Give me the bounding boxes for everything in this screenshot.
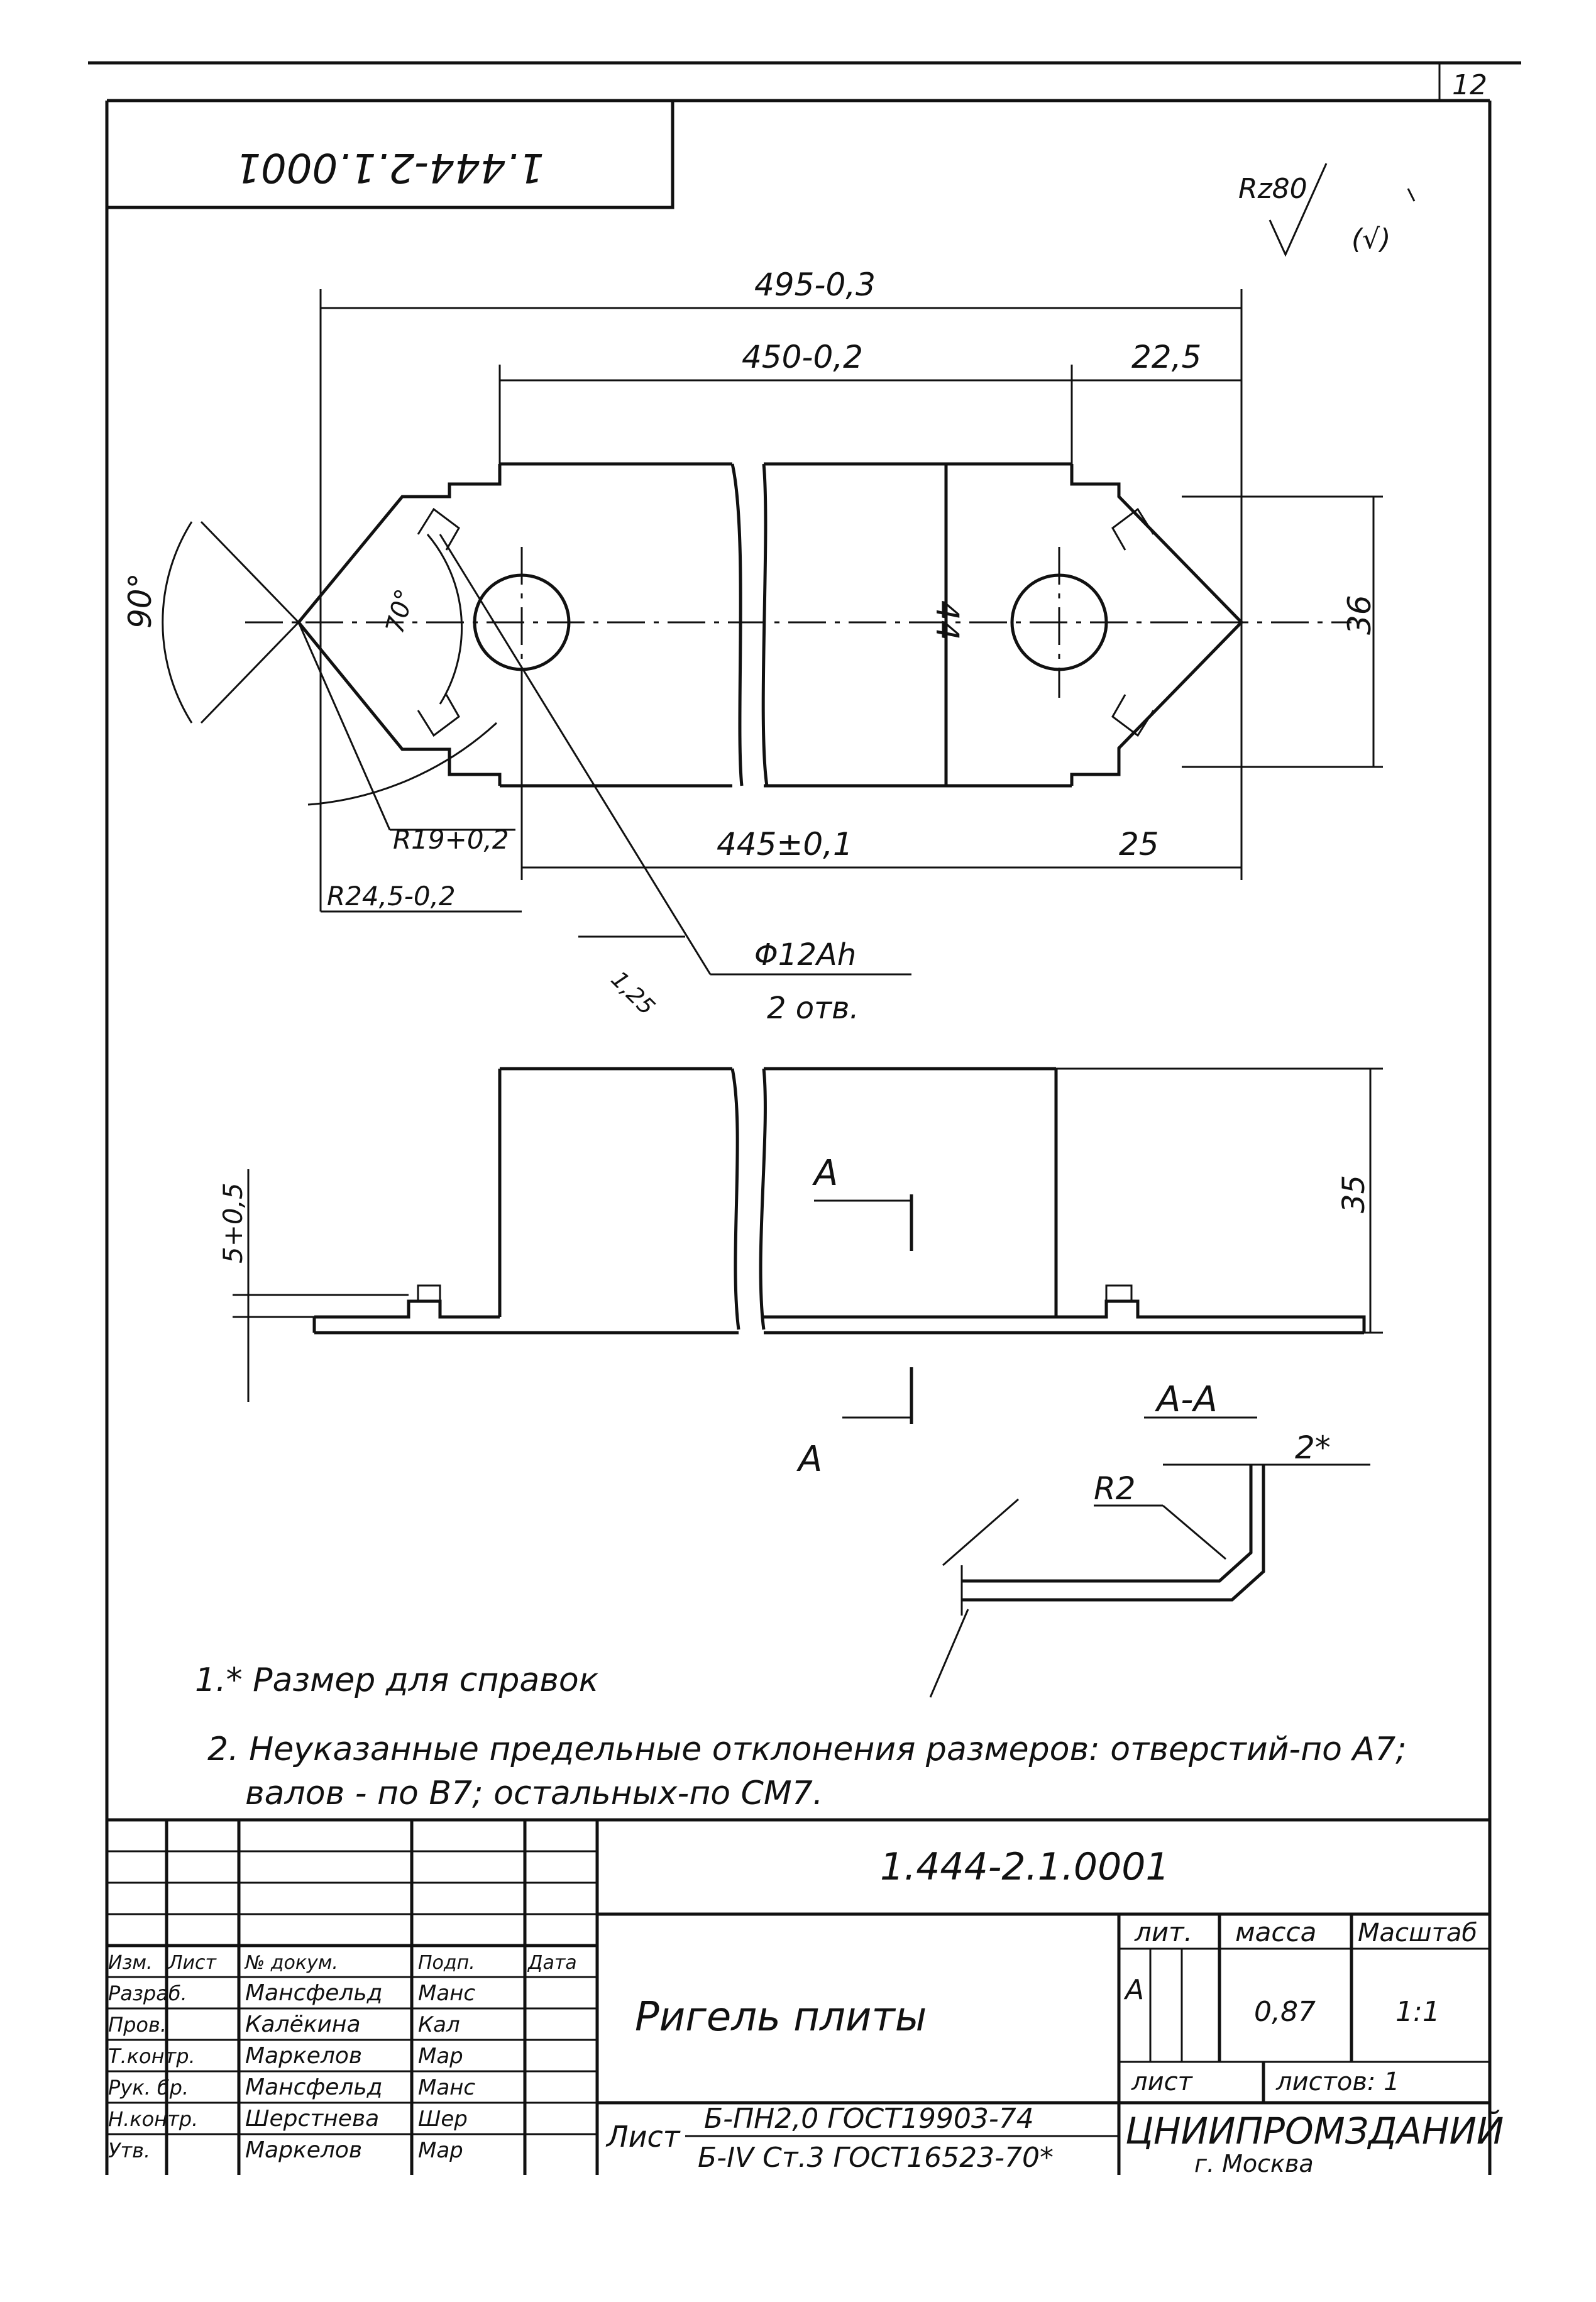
tb-sheet-label: лист (1131, 2068, 1194, 2096)
dim-angle-outer: 90° (122, 573, 158, 629)
tb-col-list: Лист (168, 1952, 217, 1974)
dim-tab-height: 5+0,5 (217, 1182, 248, 1264)
tb-sign-4: Манс (418, 2075, 475, 2100)
tb-document-code: 1.444-2.1.0001 (880, 1845, 1170, 1889)
stamp-code-inverted: 1.444-2.1.0001 (235, 144, 544, 190)
note-1: 1.* Размер для справок (195, 1661, 599, 1699)
tb-sign-6: Мар (418, 2138, 463, 2163)
tb-mass-value: 0,87 (1254, 1996, 1316, 2028)
sheet-number: 12 (1452, 69, 1487, 101)
tb-role-4: Рук. бр. (108, 2076, 189, 2100)
tb-scale-value: 1:1 (1395, 1996, 1440, 2028)
tb-city: г. Москва (1194, 2150, 1314, 2178)
dim-radius-outer: R24,5-0,2 (327, 881, 456, 911)
dim-height: 35 (1336, 1175, 1372, 1213)
tb-name-3: Маркелов (245, 2043, 362, 2069)
dim-end-offset-top: 22,5 (1131, 339, 1201, 375)
tb-scale-header: Масштаб (1358, 1919, 1477, 1947)
dim-end-offset-bottom: 25 (1119, 826, 1159, 862)
tb-sign-5: Шер (418, 2106, 468, 2132)
tb-role-3: Т.контр. (108, 2044, 195, 2068)
tb-col-izm: Изм. (108, 1952, 153, 1974)
tb-mass-header: масса (1235, 1917, 1316, 1947)
tb-lit-value: А (1123, 1974, 1144, 2006)
tb-col-sign: Подп. (418, 1952, 475, 1974)
dim-angle-inner: 70° (380, 586, 420, 636)
tb-name-4: Мансфельд (245, 2074, 383, 2100)
tb-role-6: Утв. (108, 2139, 150, 2162)
section-view (929, 1416, 1370, 1698)
tb-sheets-label: листов: 1 (1275, 2068, 1400, 2096)
dim-hole-diameter: Φ12Ah (754, 937, 856, 972)
note-2: 2. Неуказанные предельные отклонения раз… (207, 1731, 1407, 1768)
title-block-grid (107, 1818, 1490, 2175)
note-2-cont: валов - по В7; остальных-по СМ7. (245, 1775, 823, 1812)
tb-role-5: Н.контр. (108, 2107, 198, 2131)
tb-name-2: Калёкина (245, 2012, 361, 2037)
tb-part-name: Ригель плиты (635, 1994, 927, 2040)
tb-organization: ЦНИИПРОМЗДАНИЙ (1125, 2109, 1504, 2152)
tb-sign-3: Мар (418, 2044, 463, 2069)
dim-chamfer: 1,25 (606, 966, 660, 1020)
dim-thickness: 2* (1295, 1429, 1331, 1466)
tb-name-6: Маркелов (245, 2137, 362, 2163)
dim-radius-inner: R19+0,2 (393, 824, 509, 855)
tb-role-1: Разраб. (108, 1981, 187, 2005)
stamp-box (107, 99, 674, 209)
tb-name-1: Мансфельд (245, 1980, 383, 2006)
tb-material-line1: Б-ПН2,0 ГОСТ19903-74 (704, 2103, 1034, 2135)
roughness-value: Rz80 (1238, 173, 1307, 205)
tb-lit-header: лит. (1134, 1917, 1192, 1947)
dim-inner-length: 450-0,2 (742, 339, 863, 375)
tb-role-2: Пров. (108, 2013, 167, 2037)
section-cut-markers (814, 1194, 913, 1424)
tb-material-line2: Б-IV Ст.3 ГОСТ16523-70* (698, 2142, 1054, 2174)
section-view-title: A-A (1155, 1379, 1218, 1420)
tb-sign-2: Кал (418, 2012, 460, 2037)
tb-sign-1: Манс (418, 1981, 475, 2006)
plan-dimensions (162, 289, 1383, 976)
dim-body-width: 44 (929, 600, 966, 641)
tb-col-doc: № докум. (244, 1952, 338, 1974)
dim-end-width: 36 (1341, 595, 1378, 635)
roughness-extra: (√) (1351, 223, 1390, 255)
tb-col-date: Дата (527, 1952, 577, 1974)
roughness-symbol (1269, 163, 1416, 257)
section-label-bottom: A (796, 1439, 822, 1480)
tb-material-prefix: Лист (605, 2120, 681, 2154)
dim-hole-spacing: 445±0,1 (717, 826, 853, 862)
front-dimensions (233, 1067, 1383, 1402)
dim-hole-count: 2 отв. (767, 991, 859, 1026)
dim-overall-length: 495-0,3 (754, 267, 876, 303)
front-view (312, 1067, 1366, 1335)
tb-name-5: Шерстнева (245, 2106, 379, 2132)
section-label-top: A (812, 1153, 838, 1194)
dim-bend-radius: R2 (1094, 1470, 1136, 1507)
